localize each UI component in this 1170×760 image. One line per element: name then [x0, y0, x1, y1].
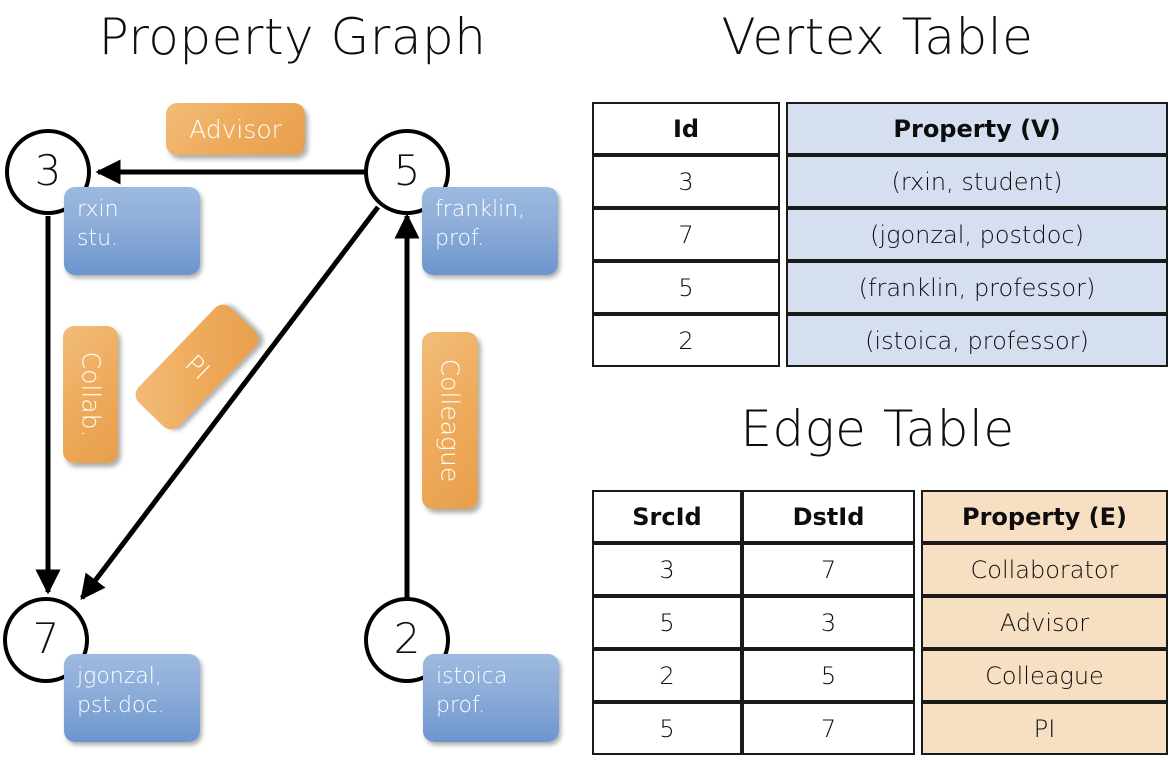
edge-table-header-dstid: DstId	[742, 490, 915, 543]
edge-table-cell-dstid: 5	[742, 649, 915, 702]
edge-label-collab[interactable]: Collab.	[63, 326, 118, 463]
edge-table-cell-dstid: 7	[742, 702, 915, 755]
edge-table: SrcId DstId Property (E) 3 7 Collaborato…	[592, 490, 1168, 755]
vertex-node-5-label: 5	[393, 146, 421, 195]
vertex-node-5[interactable]: 5	[364, 129, 450, 215]
column-gap	[780, 314, 786, 367]
edge-table-cell-srcid: 2	[592, 649, 742, 702]
vertex-table-header-row: Id Property (V)	[592, 102, 1168, 155]
vertex-node-2-label: 2	[393, 614, 421, 663]
edge-label-colleague[interactable]: Colleague	[422, 332, 478, 509]
edge-table-header-srcid: SrcId	[592, 490, 742, 543]
table-row[interactable]: 3 (rxin, student)	[592, 155, 1168, 208]
table-row[interactable]: 2 5 Colleague	[592, 649, 1168, 702]
vertex-table-cell-id: 5	[592, 261, 780, 314]
column-gap	[780, 102, 786, 155]
edge-label-collab-text: Collab.	[76, 351, 105, 438]
edge-table-cell-dstid: 7	[742, 543, 915, 596]
vertex-table-header-property: Property (V)	[786, 102, 1168, 155]
vertex-table-cell-id: 7	[592, 208, 780, 261]
column-gap	[780, 208, 786, 261]
vertex-node-3-label: 3	[34, 146, 62, 195]
edge-table-cell-property: PI	[921, 702, 1168, 755]
edge-label-advisor[interactable]: Advisor	[166, 103, 305, 155]
column-gap	[915, 596, 921, 649]
column-gap	[915, 543, 921, 596]
table-row[interactable]: 5 7 PI	[592, 702, 1168, 755]
table-row[interactable]: 2 (istoica, professor)	[592, 314, 1168, 367]
edge-5-to-7	[80, 205, 380, 600]
column-gap	[915, 702, 921, 755]
vertex-table-cell-property: (franklin, professor)	[786, 261, 1168, 314]
edge-label-colleague-text: Colleague	[435, 358, 465, 483]
vertex-property-box-5[interactable]: franklin, prof.	[422, 187, 558, 275]
edge-table-header-row: SrcId DstId Property (E)	[592, 490, 1168, 543]
vertex-property-box-3-role: stu.	[77, 225, 119, 251]
vertex-property-box-3-name: rxin	[77, 197, 119, 222]
edge-table-cell-property: Advisor	[921, 596, 1168, 649]
vertex-table-cell-property: (istoica, professor)	[786, 314, 1168, 367]
vertex-table-cell-property: (jgonzal, postdoc)	[786, 208, 1168, 261]
column-gap	[780, 261, 786, 314]
column-gap	[915, 649, 921, 702]
vertex-property-box-7-name: jgonzal,	[77, 664, 162, 689]
vertex-table: Id Property (V) 3 (rxin, student) 7 (jgo…	[592, 102, 1168, 367]
graph-edges-svg	[35, 159, 420, 600]
vertex-table-header-id: Id	[592, 102, 780, 155]
vertex-property-box-7[interactable]: jgonzal, pst.doc.	[64, 654, 200, 742]
vertex-property-box-7-role: pst.doc.	[77, 692, 165, 718]
edge-table-cell-srcid: 5	[592, 596, 742, 649]
page-title-vertex-table: Vertex Table	[721, 8, 1034, 66]
edge-table-cell-srcid: 5	[592, 702, 742, 755]
page-title-property-graph: Property Graph	[98, 8, 487, 66]
vertex-table-cell-property: (rxin, student)	[786, 155, 1168, 208]
table-row[interactable]: 7 (jgonzal, postdoc)	[592, 208, 1168, 261]
vertex-property-box-2[interactable]: istoica prof.	[423, 654, 559, 742]
vertex-node-2[interactable]: 2	[364, 597, 450, 683]
vertex-property-box-5-name: franklin,	[435, 197, 526, 222]
vertex-table-cell-id: 2	[592, 314, 780, 367]
vertex-table-cell-id: 3	[592, 155, 780, 208]
edge-table-cell-srcid: 3	[592, 543, 742, 596]
vertex-property-box-5-role: prof.	[435, 225, 485, 251]
column-gap	[915, 490, 921, 543]
vertex-node-7-label: 7	[32, 614, 60, 663]
vertex-property-box-2-role: prof.	[436, 692, 486, 718]
column-gap	[780, 155, 786, 208]
edge-label-pi-text: PI	[178, 348, 216, 386]
table-row[interactable]: 3 7 Collaborator	[592, 543, 1168, 596]
edge-table-cell-property: Collaborator	[921, 543, 1168, 596]
table-row[interactable]: 5 (franklin, professor)	[592, 261, 1168, 314]
edge-table-header-property: Property (E)	[921, 490, 1168, 543]
table-row[interactable]: 5 3 Advisor	[592, 596, 1168, 649]
vertex-property-box-3[interactable]: rxin stu.	[64, 187, 200, 275]
edge-label-advisor-text: Advisor	[189, 114, 282, 144]
page-title-edge-table: Edge Table	[740, 400, 1015, 458]
vertex-property-box-2-name: istoica	[436, 664, 508, 689]
edge-table-cell-property: Colleague	[921, 649, 1168, 702]
edge-table-cell-dstid: 3	[742, 596, 915, 649]
